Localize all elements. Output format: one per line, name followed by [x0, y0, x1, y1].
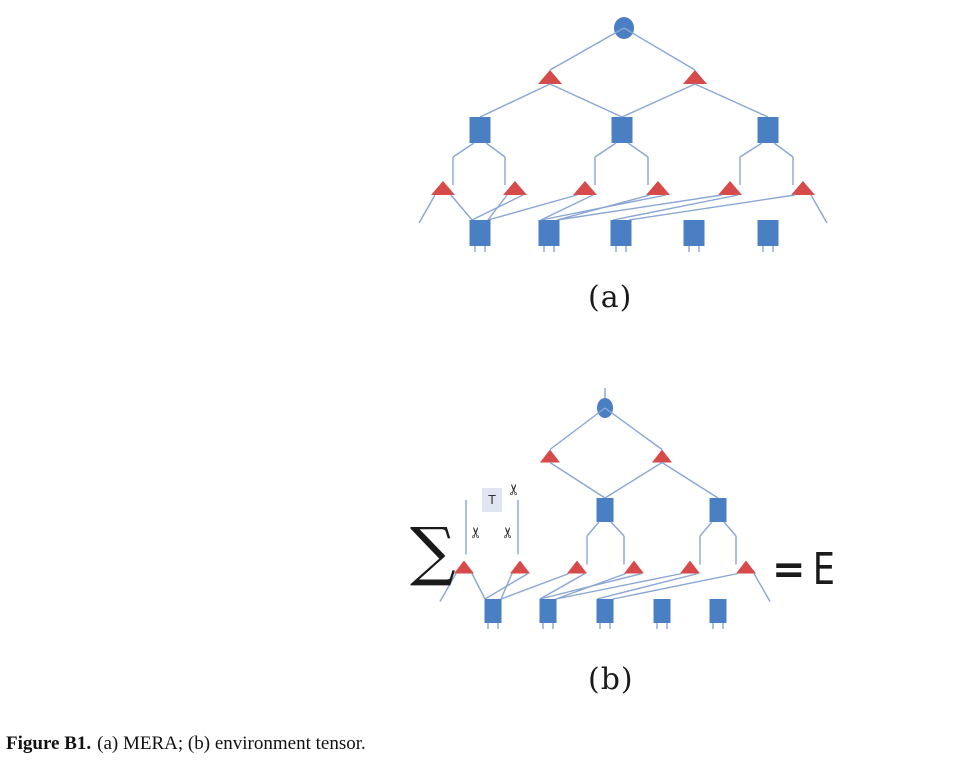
bond-line	[539, 572, 643, 600]
bond-line	[612, 194, 739, 221]
isometry-tensor	[646, 181, 670, 195]
isometry-tensor	[510, 560, 530, 574]
isometry-tensor	[736, 560, 756, 574]
bond-line	[627, 142, 649, 158]
bond-line	[753, 573, 771, 602]
energy-symbol: E	[812, 544, 835, 595]
bond-line	[628, 194, 796, 221]
bond-line	[621, 83, 696, 118]
bond-line	[540, 194, 667, 221]
mera-diagram	[418, 17, 828, 252]
unitary-tensor	[683, 220, 705, 246]
isometry-tensor	[652, 449, 672, 463]
bond-line	[471, 194, 524, 221]
isometry-tensor	[431, 181, 455, 195]
bond-line	[661, 461, 719, 499]
bond-line	[439, 573, 457, 602]
bond-line	[594, 142, 617, 158]
unitary-tensor	[539, 599, 557, 623]
removed-tensor-label: T	[482, 488, 502, 512]
bond-line	[586, 521, 600, 537]
unitary-tensor	[757, 220, 779, 246]
panel-b-label: (b)	[588, 662, 634, 697]
bond-line	[556, 194, 723, 221]
isometry-tensor	[718, 181, 742, 195]
bond-line	[623, 27, 696, 71]
bond-line	[484, 572, 529, 600]
bond-line	[694, 83, 769, 118]
figure-label: Figure B1.	[6, 733, 92, 754]
unitary-tensor	[709, 498, 727, 522]
unitary-tensor	[538, 220, 560, 246]
isometry-tensor	[540, 449, 560, 463]
unitary-tensor	[709, 599, 727, 623]
bond-line	[549, 27, 625, 71]
caption-text: (a) MERA; (b) environment tensor.	[97, 733, 366, 754]
bond-line	[699, 521, 713, 537]
summation-symbol: ∑	[410, 515, 456, 589]
bond-line	[723, 521, 737, 537]
unitary-tensor	[469, 220, 491, 246]
bond-line	[500, 572, 570, 600]
scissors-icon: ✂	[466, 526, 485, 539]
bond-line	[549, 461, 606, 499]
panel-a-label: (a)	[588, 280, 633, 315]
equals-energy: = E	[772, 548, 837, 592]
unitary-tensor	[596, 498, 614, 522]
scissors-icon: ✂	[498, 526, 517, 539]
bond-line	[471, 573, 486, 600]
bond-line	[596, 572, 699, 600]
isometry-tensor	[624, 560, 644, 574]
scissors-icon: ✂	[504, 483, 523, 496]
bond-line	[452, 142, 475, 158]
bond-line	[773, 142, 794, 158]
bond-line	[450, 194, 473, 221]
isometry-tensor	[573, 181, 597, 195]
bond-line	[418, 194, 436, 224]
isometry-tensor	[538, 70, 562, 84]
bond-line	[479, 83, 551, 118]
bond-line	[485, 142, 506, 158]
bond-line	[539, 572, 586, 600]
unitary-tensor	[611, 117, 633, 143]
equals-sign: =	[772, 547, 806, 593]
isometry-tensor	[680, 560, 700, 574]
bond-line	[612, 572, 739, 600]
isometry-tensor	[454, 560, 474, 574]
bond-line	[549, 407, 606, 451]
figure-caption: Figure B1.(a) MERA; (b) environment tens…	[6, 733, 366, 755]
isometry-tensor	[683, 70, 707, 84]
bond-line	[549, 83, 623, 118]
isometry-tensor	[503, 181, 527, 195]
bond-line	[604, 461, 663, 499]
unitary-tensor	[653, 599, 671, 623]
bond-line	[604, 407, 663, 451]
unitary-tensor	[484, 599, 502, 623]
bond-line	[555, 572, 683, 600]
bond-line	[810, 194, 828, 224]
bond-line	[487, 194, 578, 221]
bond-line	[739, 142, 763, 158]
unitary-tensor	[757, 117, 779, 143]
isometry-tensor	[791, 181, 815, 195]
unitary-tensor	[469, 117, 491, 143]
bond-line	[610, 521, 625, 537]
isometry-tensor	[567, 560, 587, 574]
unitary-tensor	[596, 599, 614, 623]
bond-line	[540, 194, 594, 221]
unitary-tensor	[610, 220, 632, 246]
